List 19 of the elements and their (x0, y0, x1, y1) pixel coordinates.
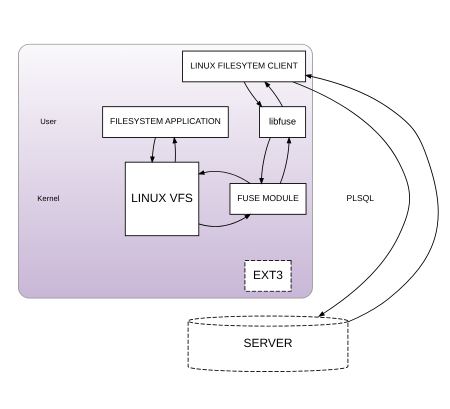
node-box: LINUX VFS (124, 162, 200, 236)
node-box: FILESYSTEM APPLICATION (102, 106, 229, 138)
arrow (150, 137, 156, 164)
arrow (198, 214, 252, 227)
node-box: libfuse (259, 106, 306, 138)
arrow (280, 136, 292, 184)
arrow (264, 81, 283, 107)
node-box: EXT3 (244, 260, 292, 292)
arrow (244, 82, 262, 108)
arrow (292, 81, 410, 317)
label: Kernel (37, 194, 60, 203)
label: PLSQL (346, 193, 374, 204)
node-box: LINUX FILESYTEM CLIENT (182, 50, 306, 82)
label: User (40, 116, 56, 126)
arrow (198, 170, 251, 184)
arrow (304, 74, 439, 322)
node-box: FUSE MODULE (230, 183, 306, 215)
arrow (172, 136, 178, 162)
arrow (259, 137, 271, 185)
